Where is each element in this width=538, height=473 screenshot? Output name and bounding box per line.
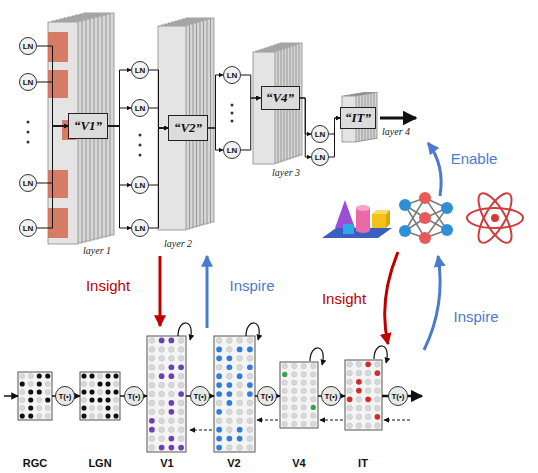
connector bbox=[108, 108, 131, 126]
ln-circle: LN bbox=[223, 141, 241, 159]
connector bbox=[241, 98, 261, 150]
area-label: V2 bbox=[227, 457, 240, 469]
node-text: LN bbox=[23, 42, 34, 51]
node-text: “IT” bbox=[345, 110, 371, 126]
ln-circle: LN bbox=[311, 125, 329, 143]
node-text: LN bbox=[135, 181, 146, 190]
node-text: LN bbox=[315, 130, 326, 139]
node-text: T(•) bbox=[193, 392, 206, 401]
connector bbox=[37, 82, 68, 126]
node-text: LN bbox=[135, 66, 146, 75]
node-text: LN bbox=[135, 224, 146, 233]
node-text: LN bbox=[227, 71, 238, 80]
ln-circle: LN bbox=[19, 37, 37, 55]
connector bbox=[241, 75, 261, 98]
node-text: T(•) bbox=[260, 392, 273, 401]
ln-circle: LN bbox=[19, 73, 37, 91]
connector bbox=[208, 75, 223, 128]
layer-box: “V1” bbox=[68, 113, 108, 139]
node-text: LN bbox=[23, 224, 34, 233]
layer-box: “V4” bbox=[261, 86, 300, 110]
node-text: T(•) bbox=[324, 392, 337, 401]
area-label: IT bbox=[358, 457, 368, 469]
layer-label: layer 2 bbox=[164, 238, 192, 249]
t-circle: T(•) bbox=[388, 386, 408, 406]
node-text: LN bbox=[315, 153, 326, 162]
layer-box: “IT” bbox=[340, 107, 376, 129]
node-text: “V4” bbox=[266, 90, 294, 106]
layer-label: layer 4 bbox=[382, 126, 410, 137]
t-circle: T(•) bbox=[124, 386, 144, 406]
layer-label: layer 3 bbox=[272, 167, 300, 178]
relation-label: Enable bbox=[451, 150, 498, 167]
t-circle: T(•) bbox=[190, 386, 210, 406]
t-circle: T(•) bbox=[257, 386, 277, 406]
ln-circle: LN bbox=[19, 174, 37, 192]
ln-circle: LN bbox=[19, 219, 37, 237]
connector bbox=[300, 98, 312, 157]
ln-circle: LN bbox=[131, 99, 149, 117]
layer-label: layer 1 bbox=[83, 245, 111, 256]
connector bbox=[37, 126, 68, 228]
area-label: V4 bbox=[292, 457, 305, 469]
connector bbox=[108, 126, 131, 228]
ln-circle: LN bbox=[223, 66, 241, 84]
connector bbox=[149, 108, 168, 128]
relation-label: Inspire bbox=[229, 277, 274, 294]
ln-circle: LN bbox=[131, 219, 149, 237]
node-text: “V2” bbox=[174, 120, 202, 136]
layer-box: “V2” bbox=[168, 115, 208, 141]
connector bbox=[149, 70, 168, 128]
t-circle: T(•) bbox=[55, 386, 75, 406]
node-text: T(•) bbox=[127, 392, 140, 401]
ln-circle: LN bbox=[131, 176, 149, 194]
node-text: T(•) bbox=[58, 392, 71, 401]
node-text: LN bbox=[135, 104, 146, 113]
relation-label: Insight bbox=[322, 290, 366, 307]
area-label: LGN bbox=[88, 457, 111, 469]
node-text: LN bbox=[227, 146, 238, 155]
ln-circle: LN bbox=[311, 148, 329, 166]
connector bbox=[329, 118, 340, 157]
area-label: V1 bbox=[160, 457, 173, 469]
ln-circle: LN bbox=[131, 61, 149, 79]
t-circle: T(•) bbox=[321, 386, 341, 406]
relation-label: Inspire bbox=[453, 308, 498, 325]
connector bbox=[37, 46, 68, 126]
node-text: “V1” bbox=[74, 118, 102, 134]
connector bbox=[149, 128, 168, 228]
node-text: LN bbox=[23, 78, 34, 87]
node-text: LN bbox=[23, 179, 34, 188]
area-label: RGC bbox=[23, 457, 47, 469]
connector bbox=[208, 128, 223, 150]
relation-label: Insight bbox=[86, 277, 130, 294]
connector bbox=[108, 70, 131, 126]
node-text: T(•) bbox=[391, 392, 404, 401]
